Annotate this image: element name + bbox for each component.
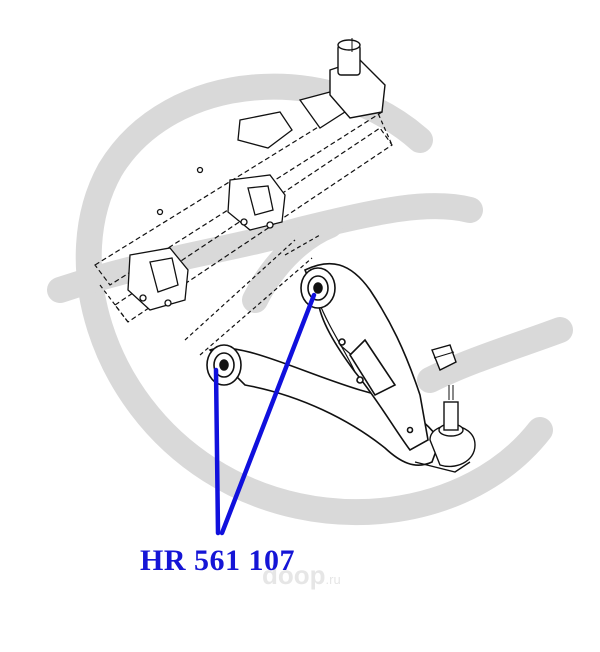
front-bushing — [206, 344, 242, 386]
mount-stud — [329, 38, 386, 119]
leader-line-rear-bushing — [219, 292, 317, 536]
lower-control-arm — [208, 262, 441, 466]
watermark-text: doop — [262, 560, 326, 590]
watermark-tld: .ru — [325, 572, 341, 587]
frame-brackets — [127, 91, 350, 311]
watermark-site: doop.ru — [262, 560, 341, 591]
leader-lines — [213, 292, 317, 536]
part-number-label: HR 561 107 — [140, 544, 295, 577]
ball-joint — [414, 344, 476, 473]
leader-line-front-bushing — [213, 367, 221, 536]
rear-bushing — [300, 267, 336, 309]
